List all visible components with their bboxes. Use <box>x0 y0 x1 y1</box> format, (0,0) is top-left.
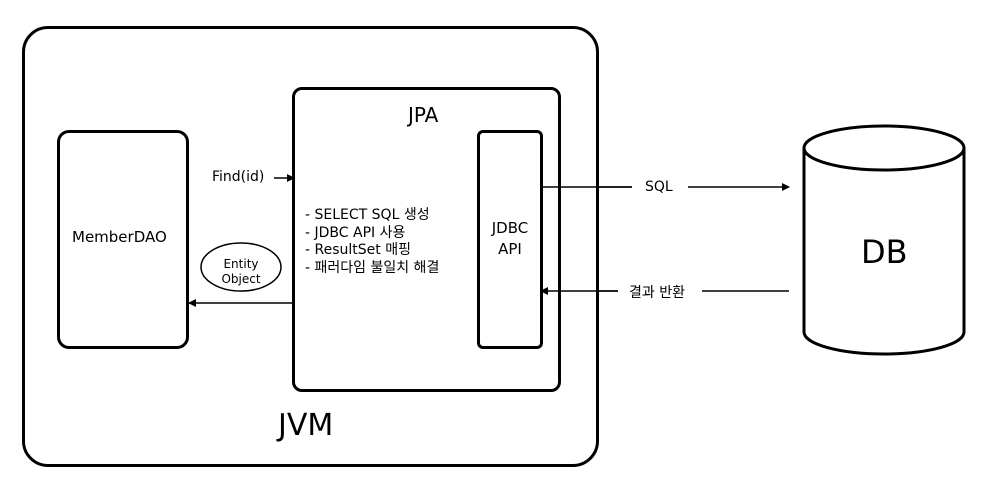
jdbc-api-label: JDBC API <box>484 218 536 260</box>
jpa-feature-item: - SELECT SQL 생성 <box>305 207 430 223</box>
jpa-feature-item: - JDBC API 사용 <box>305 224 406 241</box>
jpa-label: JPA <box>408 103 439 127</box>
db-cylinder <box>802 124 966 356</box>
jvm-label: JVM <box>278 408 334 443</box>
sql-label: SQL <box>645 179 673 195</box>
jpa-feature-item: - ResultSet 매핑 <box>305 242 411 258</box>
jpa-feature-list: - SELECT SQL 생성 - JDBC API 사용 - ResultSe… <box>305 207 439 277</box>
jdbc-api-label-line1: JDBC <box>491 219 529 237</box>
entity-object-line2: Object <box>221 272 261 286</box>
result-return-label: 결과 반환 <box>629 285 685 301</box>
jpa-feature-item: - 패러다임 불일치 해결 <box>305 259 440 276</box>
find-id-label: Find(id) <box>212 169 265 185</box>
db-label: DB <box>861 233 908 271</box>
member-dao-box <box>57 130 189 349</box>
entity-object-line1: Entity <box>223 257 259 271</box>
member-dao-label: MemberDAO <box>72 228 167 246</box>
jdbc-api-box <box>477 130 543 349</box>
jdbc-api-label-line2: API <box>498 240 522 258</box>
entity-object-label: Entity Object <box>205 257 277 287</box>
